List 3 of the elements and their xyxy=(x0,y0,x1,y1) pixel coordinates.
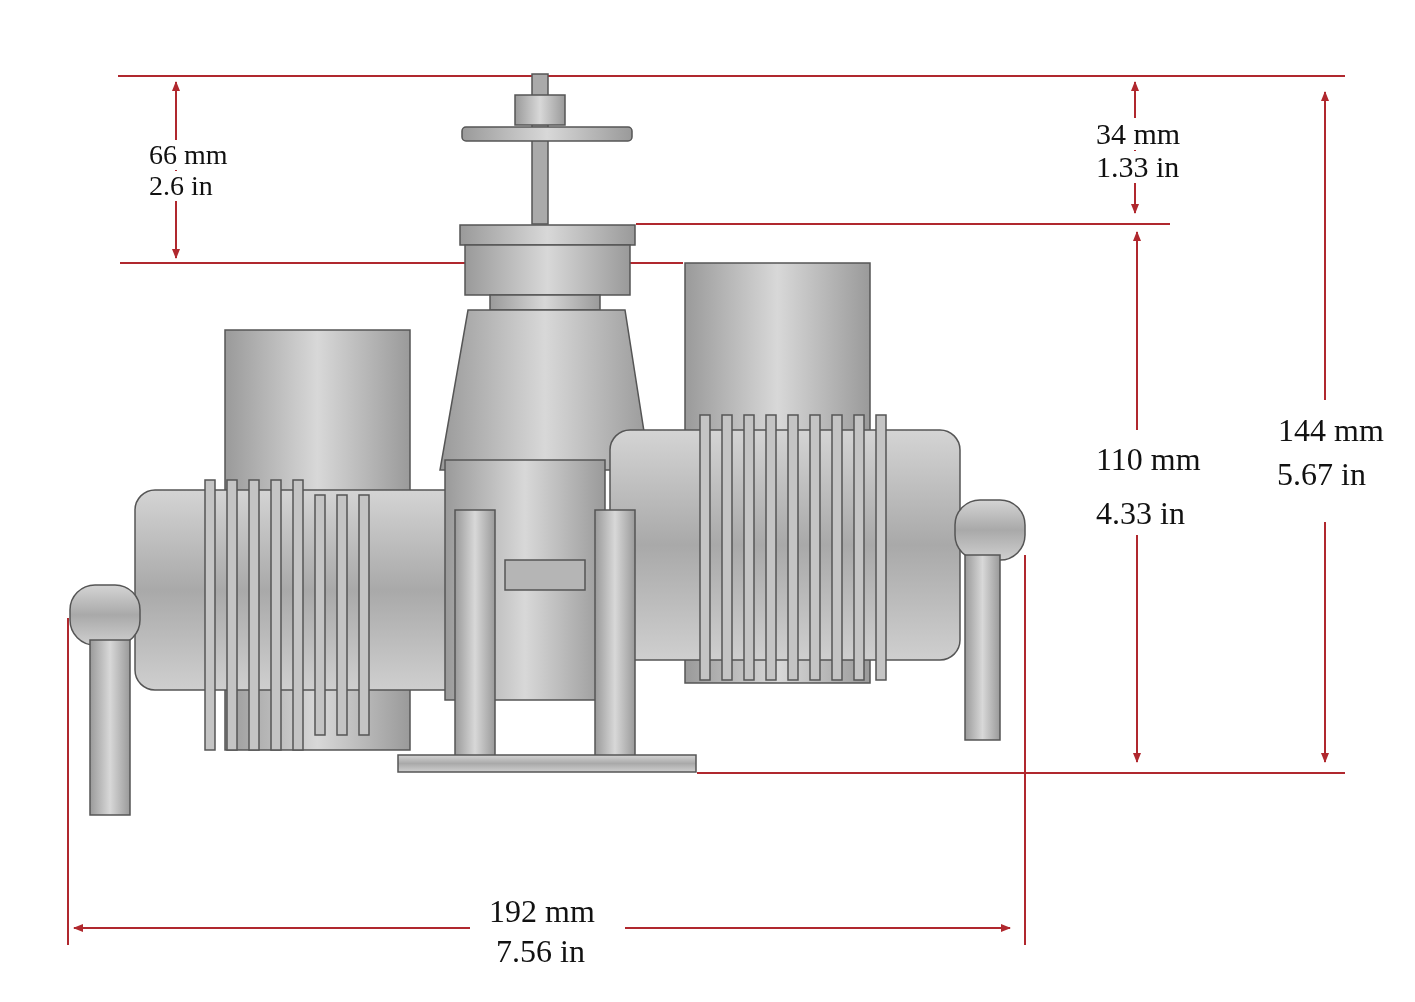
dimension-label: 34 mm xyxy=(1094,118,1183,150)
dimension-label: 2.6 in xyxy=(147,171,215,201)
dimension-label: 66 mm xyxy=(147,140,230,170)
